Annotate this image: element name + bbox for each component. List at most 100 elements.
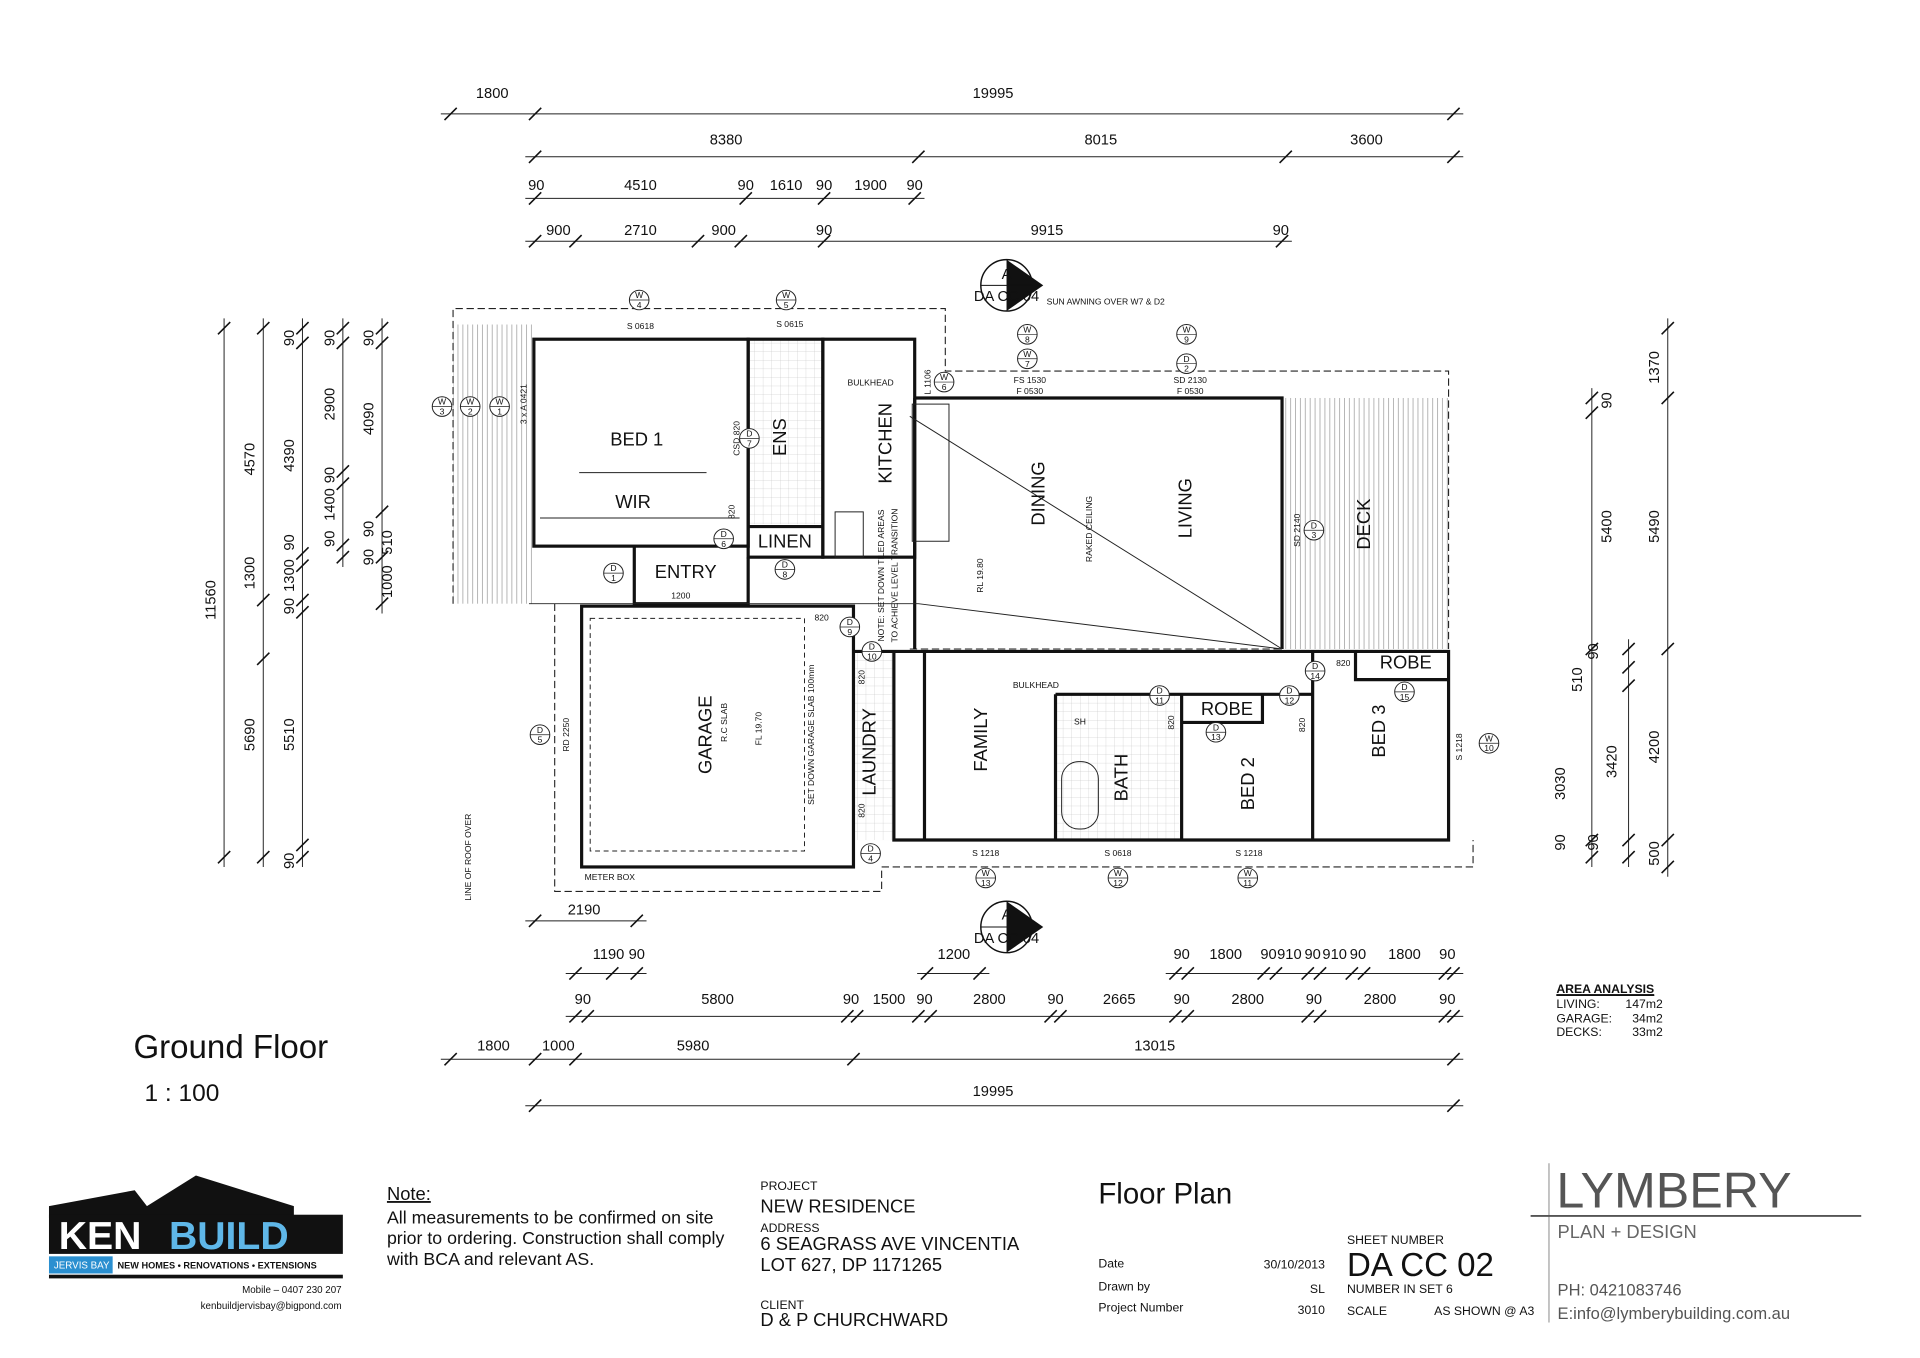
tag-d2: D2 xyxy=(1176,353,1197,374)
dimension-label: 1800 xyxy=(1209,947,1242,963)
dimension-tick xyxy=(1621,642,1636,656)
firm-phone: PH: 0421083746 xyxy=(1558,1281,1682,1300)
dimension-tick xyxy=(1053,1009,1068,1024)
plan-annotation: S 1218 xyxy=(1235,848,1262,858)
dimension-label: 90 xyxy=(738,178,754,194)
dimension-label: 1900 xyxy=(854,178,887,194)
plan-annotation: CSD 820 xyxy=(731,421,741,456)
dimension-tick xyxy=(1345,966,1359,981)
dimension-tick xyxy=(568,1052,583,1066)
roof-line xyxy=(452,308,1258,604)
dimension-tick xyxy=(1661,642,1675,656)
dimension-label: 510 xyxy=(1570,667,1586,692)
tag-number: 12 xyxy=(1113,878,1123,888)
tag-w5: W5 xyxy=(775,289,797,311)
drawn-label: Drawn by xyxy=(1098,1280,1151,1294)
plan-annotation: BULKHEAD xyxy=(1013,680,1059,690)
dimension-label: 90 xyxy=(282,534,298,550)
dimension-tick xyxy=(568,234,583,248)
builder-logo: KEN BUILD JERVIS BAY NEW HOMES • RENOVAT… xyxy=(48,1175,343,1312)
dimension-tick xyxy=(295,838,310,852)
dimension-tick xyxy=(1621,660,1636,675)
dimension-tick xyxy=(295,559,310,573)
dimension-label: 90 xyxy=(361,549,377,565)
dimension-label: 5400 xyxy=(1599,510,1615,543)
laundry-tiles xyxy=(854,652,894,841)
tag-number: 7 xyxy=(1025,359,1030,369)
tag-type: D xyxy=(1311,520,1317,530)
tag-w3: W3 xyxy=(431,396,453,417)
window-door-tags: W4W5W3W2W1W6W8W7W9D2D7D6D8D1D9D10D5D4D3D… xyxy=(431,289,1500,889)
dimension-label: 510 xyxy=(380,530,396,555)
address-label: ADDRESS xyxy=(760,1221,819,1235)
tag-number: 15 xyxy=(1400,692,1410,702)
logo-tagline: NEW HOMES • RENOVATIONS • EXTENSIONS xyxy=(118,1261,317,1271)
dimension-tick xyxy=(217,850,231,864)
plan-annotation: METER BOX xyxy=(585,872,636,882)
plan-annotation: 820 xyxy=(814,613,829,623)
dimension-tick xyxy=(528,234,542,248)
dimension-label: 90 xyxy=(816,223,832,239)
dimension-label: 90 xyxy=(1173,947,1189,963)
room-label: ROBE xyxy=(1380,652,1432,673)
room-label: KITCHEN xyxy=(874,403,895,484)
room-label: ENS xyxy=(769,418,790,456)
dimension-label: 90 xyxy=(843,992,859,1008)
dimension-label: 4510 xyxy=(624,178,657,194)
dimension-tick xyxy=(375,505,389,519)
dimension-tick xyxy=(1181,966,1195,981)
dimension-label: 2800 xyxy=(973,992,1006,1008)
dimension-label: 3600 xyxy=(1350,133,1383,149)
dimension-label: 1000 xyxy=(542,1039,575,1055)
tag-type: D xyxy=(868,844,874,854)
builder-mobile: Mobile – 0407 230 207 xyxy=(242,1285,342,1296)
room-label: GARAGE xyxy=(694,695,715,774)
area-label: GARAGE: xyxy=(1556,1011,1612,1025)
area-value: 33m2 xyxy=(1632,1025,1663,1039)
tag-type: D xyxy=(721,529,727,539)
tag-d3: D3 xyxy=(1303,519,1325,541)
plan-annotation: SET DOWN GARAGE SLAB 100mm xyxy=(806,665,816,805)
section-letter: A xyxy=(1002,267,1012,283)
dimension-label: 90 xyxy=(1586,834,1602,850)
dimension-label: 90 xyxy=(282,853,298,869)
dimension-label: 1300 xyxy=(282,559,298,592)
dimension-tick xyxy=(375,550,389,564)
dimension-tick xyxy=(528,150,542,164)
dimension-label: 19995 xyxy=(973,1084,1014,1100)
dimension-label: 90 xyxy=(575,992,591,1008)
tag-type: D xyxy=(869,642,875,652)
scale-label: SCALE xyxy=(1347,1304,1387,1318)
note-line: with BCA and relevant AS. xyxy=(386,1249,594,1269)
dimension-tick xyxy=(911,1009,926,1024)
dimension-tick xyxy=(1301,1009,1315,1024)
tag-type: W xyxy=(940,372,949,382)
dimension-label: 8015 xyxy=(1084,133,1117,149)
dimension-label: 1800 xyxy=(476,86,509,102)
tag-type: D xyxy=(537,725,543,735)
dimension-tick xyxy=(1301,966,1315,981)
dimension-label: 910 xyxy=(1277,947,1302,963)
tag-number: 4 xyxy=(637,300,642,310)
dimension-label: 90 xyxy=(907,178,923,194)
tag-number: 5 xyxy=(538,735,543,745)
dimension-label: 4200 xyxy=(1647,731,1663,764)
dimension-tick xyxy=(817,191,831,206)
dimension-tick xyxy=(443,107,458,121)
tag-type: W xyxy=(782,290,791,300)
tag-type: D xyxy=(1156,686,1162,696)
note-heading: Note: xyxy=(387,1183,431,1204)
sheet-number-label: SHEET NUMBER xyxy=(1347,1233,1444,1247)
dimension-label: 90 xyxy=(1173,992,1189,1008)
plan-annotation: BULKHEAD xyxy=(848,378,894,388)
sheet-title: Floor Plan xyxy=(1098,1178,1232,1211)
tag-w1: W1 xyxy=(489,396,510,417)
plan-annotation: S 0618 xyxy=(627,321,654,331)
plan-annotation: TO ACHIEVE LEVEL TRANSITION xyxy=(889,509,899,643)
dimension-tick xyxy=(1661,860,1675,874)
dimension-label: 90 xyxy=(322,330,338,346)
tag-type: D xyxy=(1213,722,1219,732)
dimension-label: 90 xyxy=(1047,992,1063,1008)
plan-annotation: 820 xyxy=(856,803,866,818)
